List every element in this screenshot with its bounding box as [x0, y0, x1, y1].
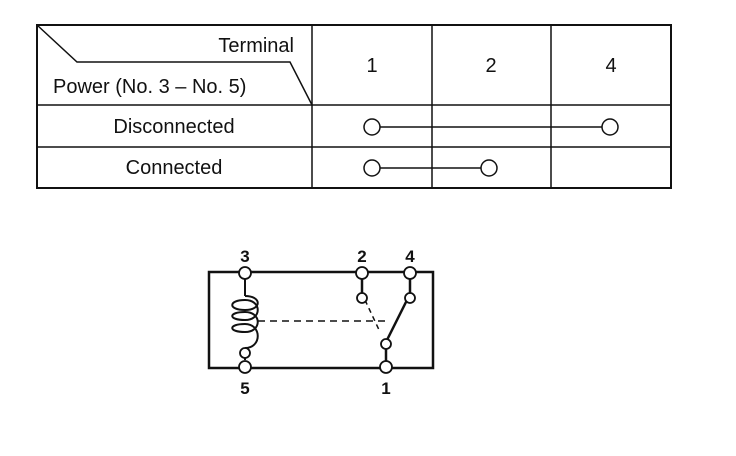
corner-diagonal	[36, 24, 313, 106]
terminal-label-4: 4	[405, 247, 415, 266]
column-header-4: 4	[605, 55, 616, 77]
row-label-connected: Connected	[126, 157, 223, 179]
coil-winding	[231, 295, 259, 349]
contact-node-1	[380, 338, 392, 350]
terminal-circle-1	[363, 118, 381, 136]
open-contact-path	[364, 299, 381, 333]
continuity-table	[36, 24, 672, 189]
terminal-label-1: 1	[381, 379, 390, 398]
column-header-2: 2	[485, 55, 496, 77]
terminal-3	[238, 266, 252, 280]
terminal-circle-1	[363, 159, 381, 177]
terminal-5	[238, 360, 252, 374]
switch-arm	[384, 299, 409, 343]
terminal-label-5: 5	[240, 379, 249, 398]
terminal-2	[355, 266, 369, 280]
relay-schematic	[207, 266, 435, 374]
contact-node-4	[404, 292, 416, 304]
contact-node-2	[356, 292, 368, 304]
continuity-row-connected	[363, 159, 498, 177]
row-label-disconnected: Disconnected	[113, 116, 234, 138]
terminal-label-2: 2	[357, 247, 366, 266]
terminal-circle-4	[601, 118, 619, 136]
table-border	[36, 24, 672, 189]
terminal-circle-2	[480, 159, 498, 177]
terminal-4	[403, 266, 417, 280]
column-header-1: 1	[366, 55, 377, 77]
continuity-row-disconnected	[363, 118, 619, 136]
coil-node-bottom	[239, 347, 251, 359]
corner-top-label: Terminal	[218, 35, 294, 57]
terminal-label-3: 3	[240, 247, 249, 266]
terminal-1	[379, 360, 393, 374]
relay-housing	[207, 270, 435, 370]
corner-bottom-label: Power (No. 3 – No. 5)	[53, 76, 246, 98]
